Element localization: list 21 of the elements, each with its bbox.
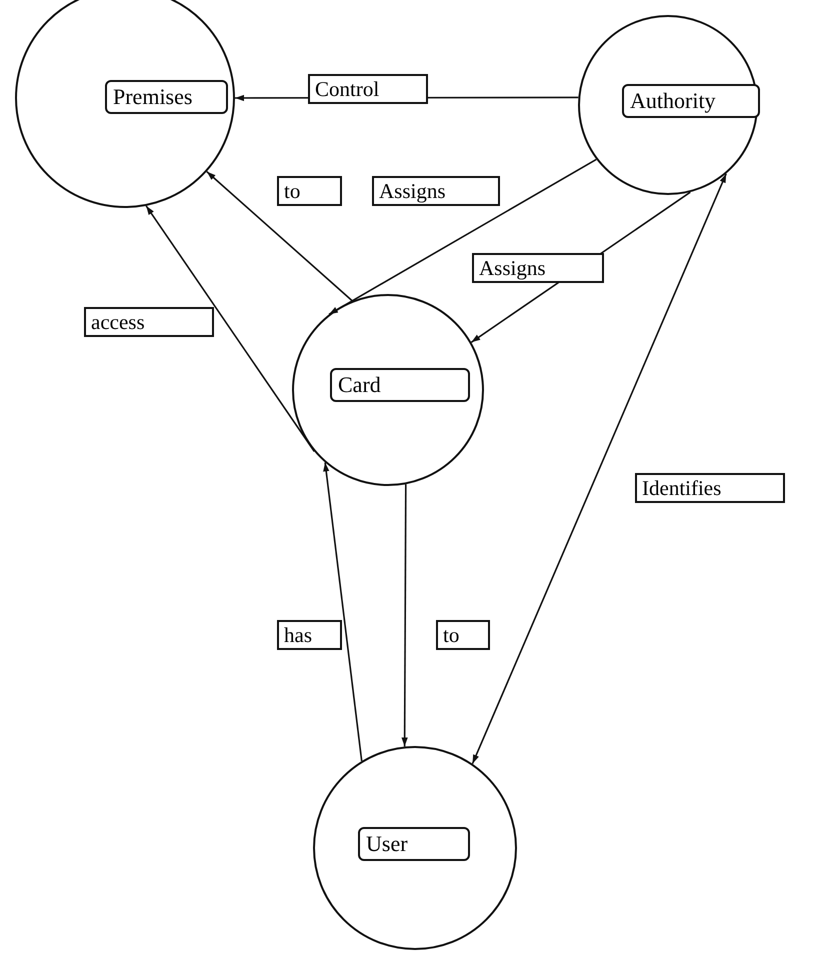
entity-circle	[313, 746, 517, 950]
entity-circle	[578, 15, 758, 195]
arrow	[206, 171, 353, 302]
entity-name: Authority	[622, 84, 760, 118]
arrow	[472, 173, 727, 764]
edge-label: Control	[308, 74, 428, 104]
entity-circle	[292, 294, 484, 486]
entity-name: Premises	[105, 80, 228, 114]
edge-label: to	[436, 620, 490, 650]
edge-label: Assigns	[372, 176, 500, 206]
edge-label: has	[277, 620, 342, 650]
edge-label: Identifies	[635, 473, 785, 503]
arrow	[328, 158, 597, 315]
edge-label: access	[84, 307, 214, 337]
entity-name: User	[358, 827, 470, 861]
edge-label: Assigns	[472, 253, 604, 283]
edge-label: to	[277, 176, 342, 206]
arrow	[323, 462, 362, 762]
arrow	[402, 484, 408, 746]
entity-name: Card	[330, 368, 470, 402]
arrow	[146, 205, 315, 452]
